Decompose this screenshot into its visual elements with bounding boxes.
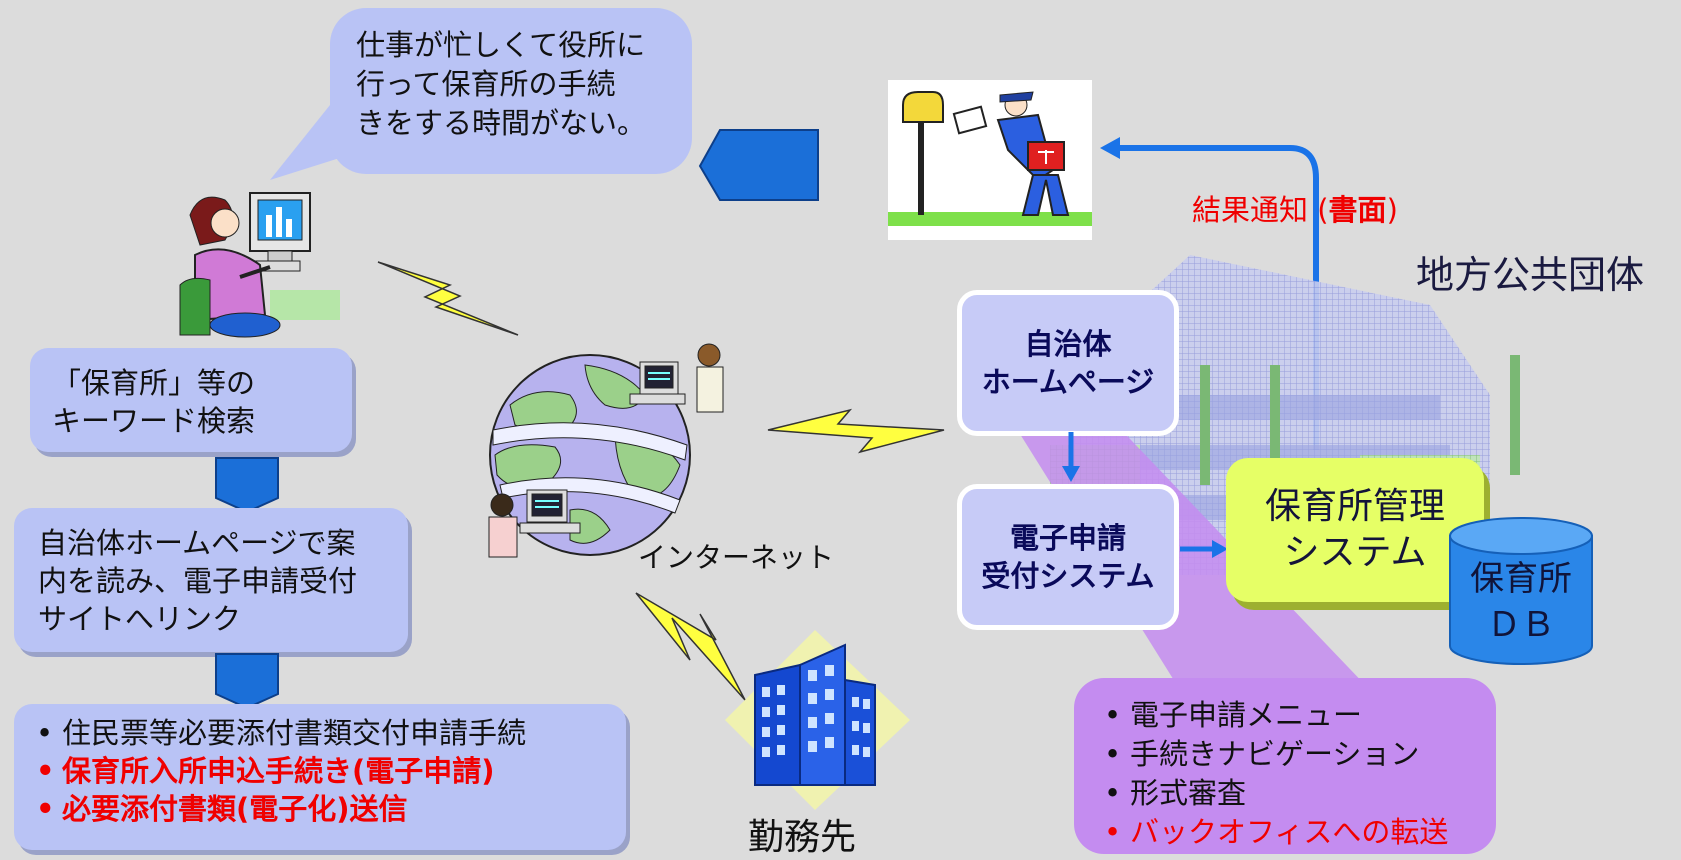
feature-item-4: バックオフィスへの転送 [1104, 813, 1466, 852]
local-government-label: 地方公共団体 [1416, 253, 1645, 297]
management-line-2: システム [1283, 532, 1427, 573]
e-application-system-box: 電子申請 受付システム [957, 484, 1179, 630]
result-notice-bold: 書面 [1328, 193, 1387, 227]
globe-internet-icon [488, 343, 724, 558]
e-application-features-box: 電子申請メニュー 手続きナビゲーション 形式審査 バックオフィスへの転送 [1074, 678, 1496, 854]
procedure-item-3: 必要添付書類(電子化)送信 [36, 790, 604, 828]
result-notice-label: 結果通知 (書面) [1192, 187, 1398, 229]
feature-item-1: 電子申請メニュー [1104, 696, 1466, 735]
mail-carrier-panel [888, 80, 1092, 240]
keyword-search-step: 「保育所」等の キーワード検索 [30, 348, 352, 452]
speech-line-3: きをする時間がない。 [356, 106, 647, 140]
municipal-homepage-box: 自治体 ホームページ [957, 290, 1179, 436]
speech-bubble: 仕事が忙しくて役所に 行って保育所の手続 きをする時間がない。 [330, 8, 692, 174]
feature-item-3: 形式審査 [1104, 774, 1466, 813]
speech-line-2: 行って保育所の手続 [356, 67, 616, 101]
eapply-line-1: 電子申請 [1009, 521, 1126, 555]
user-at-computer-illustration [179, 192, 340, 338]
management-line-1: 保育所管理 [1264, 486, 1445, 527]
procedure-item-1: 住民票等必要添付書類交付申請手続 [36, 714, 604, 752]
homepage-guidance-step: 自治体ホームページで案 内を読み、電子申請受付 サイトへリンク [14, 508, 408, 652]
result-notice-suffix: ) [1386, 193, 1398, 227]
procedures-step: 住民票等必要添付書類交付申請手続 保育所入所申込手続き(電子申請) 必要添付書類… [14, 704, 626, 850]
homepage-line-2: ホームページ [981, 365, 1155, 399]
keyword-search-line-2: キーワード検索 [52, 404, 256, 438]
db-line-2: ＤＢ [1487, 605, 1555, 645]
workplace-building-icon [725, 630, 910, 810]
result-notice-prefix: 結果通知 ( [1192, 193, 1329, 227]
db-line-1: 保育所 [1470, 559, 1572, 599]
procedures-list: 住民票等必要添付書類交付申請手続 保育所入所申込手続き(電子申請) 必要添付書類… [36, 714, 604, 828]
features-list: 電子申請メニュー 手続きナビゲーション 形式審査 バックオフィスへの転送 [1104, 696, 1466, 852]
feature-item-2: 手続きナビゲーション [1104, 735, 1466, 774]
eapply-line-2: 受付システム [981, 559, 1155, 593]
workplace-label: 勤務先 [748, 817, 857, 858]
procedure-item-2: 保育所入所申込手続き(電子申請) [36, 752, 604, 790]
homepage-line-1: 自治体 [1024, 327, 1112, 361]
guidance-line-3: サイトへリンク [38, 602, 242, 636]
mail-carrier-illustration [888, 91, 1092, 226]
speech-line-1: 仕事が忙しくて役所に [356, 28, 646, 62]
nursery-management-system-box: 保育所管理 システム [1226, 458, 1484, 602]
keyword-search-line-1: 「保育所」等の [52, 366, 256, 400]
database-label: 保育所 ＤＢ [1446, 556, 1596, 648]
guidance-line-2: 内を読み、電子申請受付 [38, 564, 358, 598]
database-cylinder-icon [1449, 517, 1593, 665]
internet-label: インターネット [638, 541, 835, 574]
guidance-line-1: 自治体ホームページで案 [38, 526, 356, 560]
